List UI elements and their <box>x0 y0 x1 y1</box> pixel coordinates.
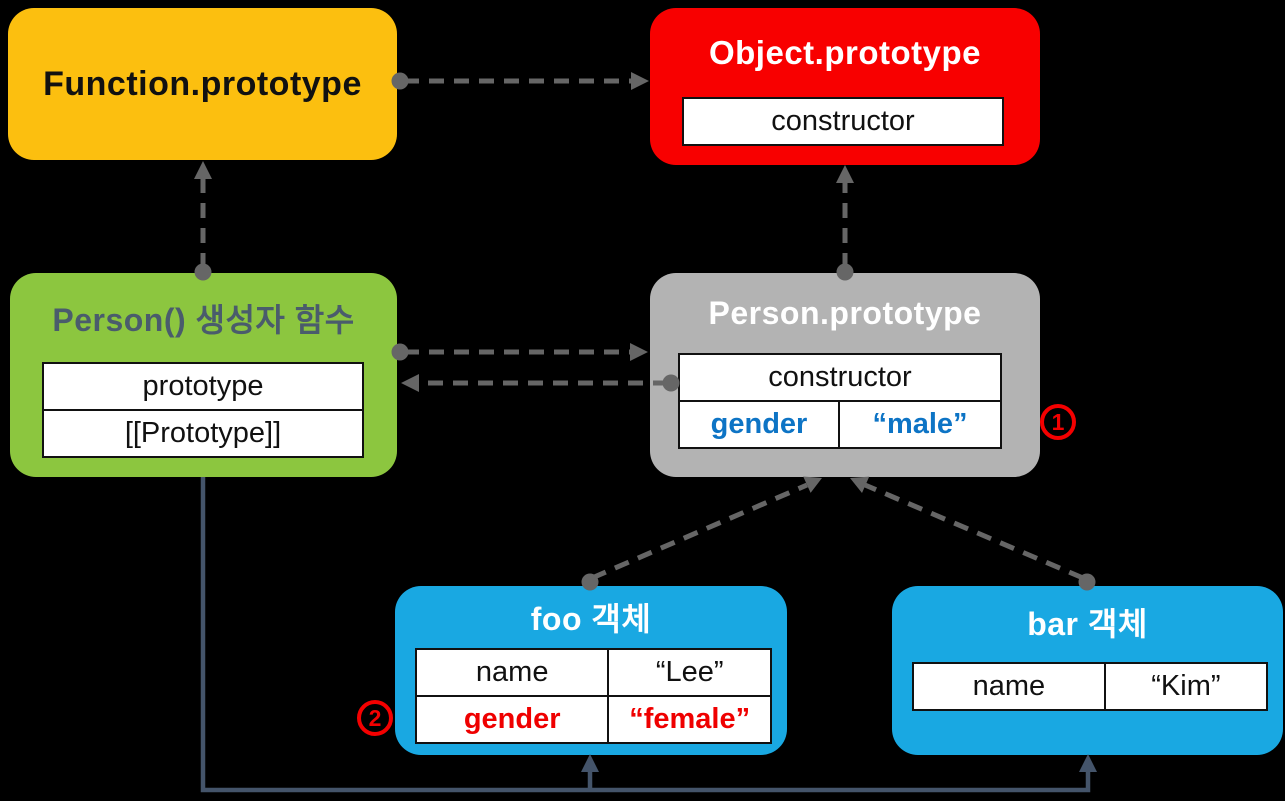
name-key-cell: name <box>417 650 610 695</box>
gender-key-cell: gender <box>680 402 840 447</box>
arrowhead-into-object-prototype-left <box>631 72 649 90</box>
gender-row: gender “female” <box>417 695 770 742</box>
arrowhead-into-person-prototype-left <box>630 343 648 361</box>
circled-number-1-marker: 1 <box>1040 404 1076 440</box>
marker-1-digit: 1 <box>1051 408 1065 435</box>
arrowhead-into-bar-bottom <box>1079 754 1097 772</box>
person-prototype-box: Person.prototype constructor gender “mal… <box>650 273 1040 477</box>
prototype-property-row: prototype <box>142 370 264 402</box>
gender-value-cell: “female” <box>629 703 751 735</box>
person-prototype-title: Person.prototype <box>708 294 982 331</box>
gender-row: gender “male” <box>680 400 1000 447</box>
person-constructor-box: Person() 생성자 함수 prototype [[Prototype]] <box>10 273 397 477</box>
arrowhead-into-function-prototype <box>194 161 212 179</box>
arrowhead-into-object-prototype-bottom <box>836 165 854 183</box>
arrow-bar-to-person-prototype <box>864 482 1084 581</box>
name-row: name “Lee” <box>417 650 770 695</box>
foo-object-title: foo 객체 <box>530 601 652 637</box>
bar-object-title: bar 객체 <box>1027 606 1148 642</box>
foo-object-table: name “Lee” gender “female” <box>415 648 772 744</box>
person-constructor-table: prototype [[Prototype]] <box>42 362 364 458</box>
arrow-foo-to-person-prototype <box>591 482 808 581</box>
function-prototype-box: Function.prototype <box>8 8 397 160</box>
name-value-cell: “Kim” <box>1151 670 1221 702</box>
function-prototype-title: Function.prototype <box>43 64 362 103</box>
arrowhead-foo-into-person-prototype <box>803 476 822 493</box>
object-prototype-table: constructor <box>682 97 1004 146</box>
circled-number-2-marker: 2 <box>357 700 393 736</box>
bar-object-box: bar 객체 name “Kim” <box>892 586 1283 755</box>
name-row: name “Kim” <box>914 664 1266 709</box>
internal-slot-row: [[Prototype]] <box>44 409 362 456</box>
object-prototype-title: Object.prototype <box>708 33 982 71</box>
arrowhead-bar-into-person-prototype <box>850 476 870 493</box>
arrowhead-into-foo-bottom <box>581 754 599 772</box>
arrowhead-into-person-constructor-right <box>401 374 419 392</box>
constructor-row: constructor <box>771 105 915 137</box>
marker-2-digit: 2 <box>368 704 382 731</box>
person-constructor-title: Person() 생성자 함수 <box>52 301 355 338</box>
name-value-cell: “Lee” <box>655 656 724 688</box>
object-prototype-box: Object.prototype constructor <box>650 8 1040 165</box>
bar-object-table: name “Kim” <box>912 662 1268 711</box>
gender-value-cell: “male” <box>872 408 968 440</box>
foo-object-box: foo 객체 name “Lee” gender “female” <box>395 586 787 755</box>
name-key-cell: name <box>914 664 1106 709</box>
person-prototype-table: constructor gender “male” <box>678 353 1002 449</box>
constructor-row: constructor <box>768 361 912 393</box>
gender-key-cell: gender <box>417 697 610 742</box>
